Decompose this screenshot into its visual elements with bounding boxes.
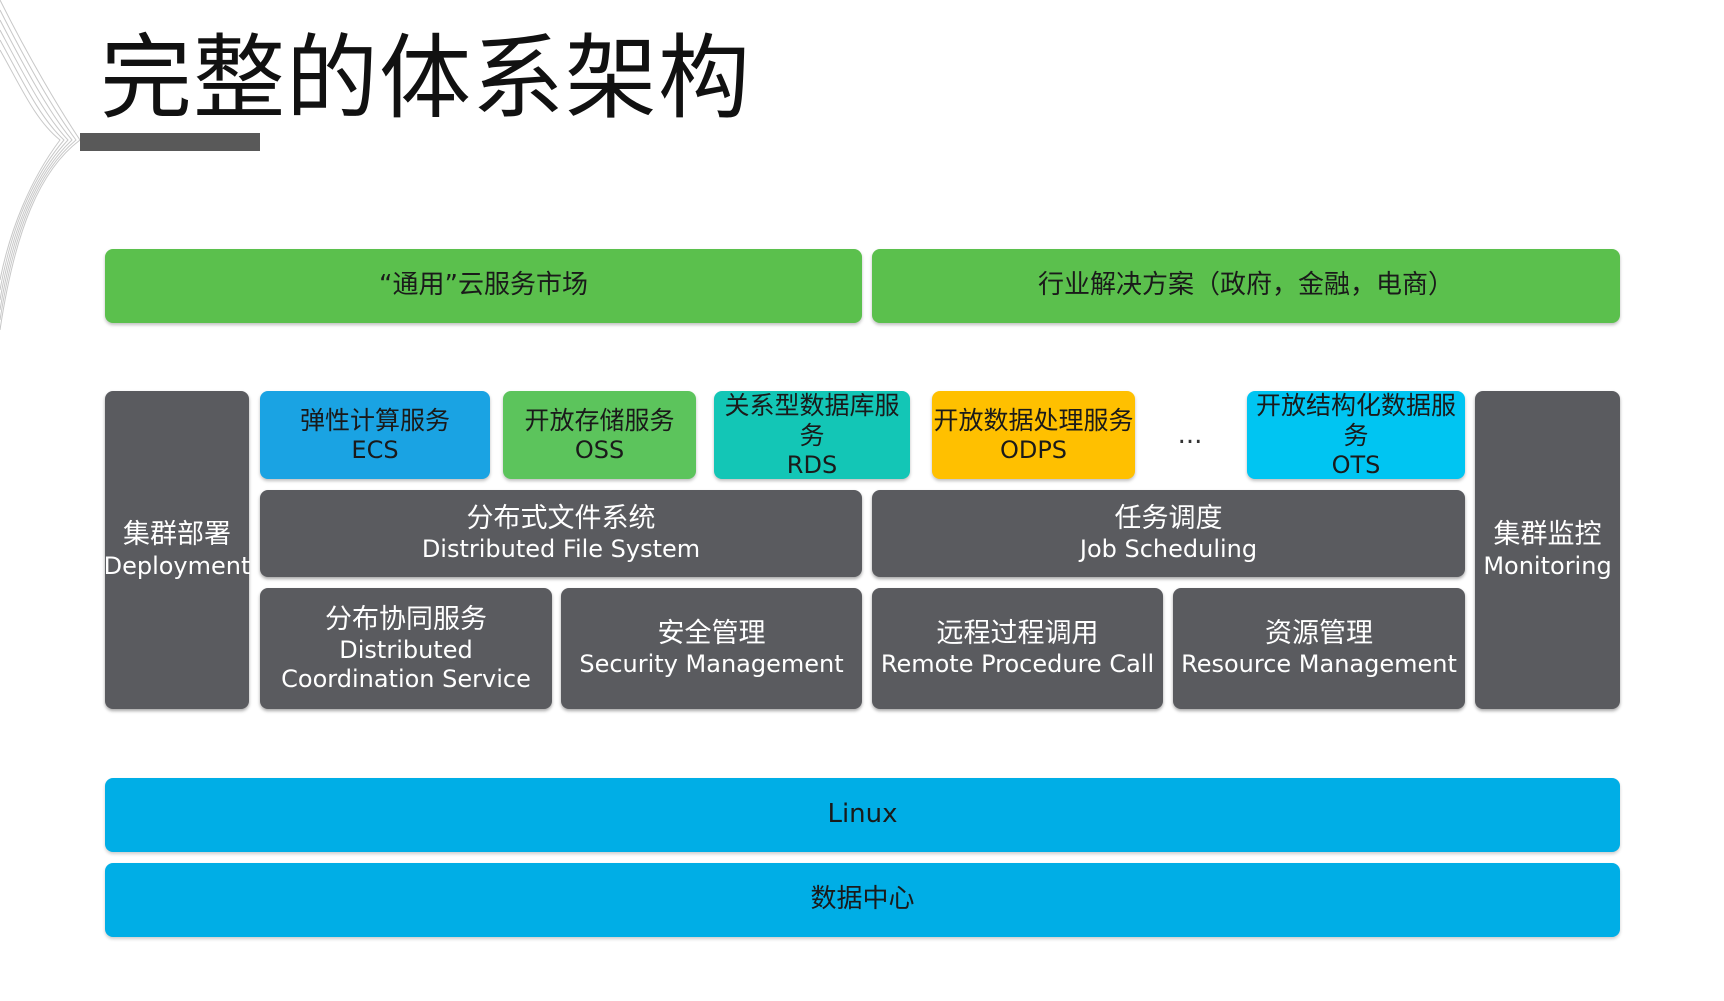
decorative-curve-lines [0,0,81,330]
remote-procedure-call-en: Remote Procedure Call [880,650,1155,679]
more-services-ellipsis: ... [1177,420,1203,450]
ots-service-zh: 开放结构化数据服务 [1255,390,1456,450]
job-scheduling-box: 任务调度 Job Scheduling [872,490,1465,577]
ecs-service-en: ECS [351,435,399,464]
cluster-deployment-box: 集群部署 Deployment [103,391,251,709]
title-underline [80,133,260,151]
oss-service-zh: 开放存储服务 [524,405,675,435]
job-scheduling-zh: 任务调度 [1114,502,1223,534]
rds-service-box: 关系型数据库服务 RDS [714,391,910,479]
odps-service-en: ODPS [999,435,1068,464]
distributed-file-system-box: 分布式文件系统 Distributed File System [260,490,862,577]
distributed-coordination-box: 分布协同服务 Distributed Coordination Service [260,588,552,709]
job-scheduling-en: Job Scheduling [1079,535,1258,564]
linux-layer-box: Linux [105,778,1620,852]
cluster-deployment-en: Deployment [103,551,251,580]
data-center-layer-label: 数据中心 [810,884,915,915]
generic-cloud-market-label: “通用”云服务市场 [379,270,588,301]
resource-management-zh: 资源管理 [1265,617,1373,649]
cluster-monitoring-zh: 集群监控 [1493,519,1602,551]
distributed-file-system-en: Distributed File System [421,535,701,564]
ots-service-en: OTS [1331,450,1381,479]
resource-management-box: 资源管理 Resource Management [1173,588,1465,709]
distributed-file-system-zh: 分布式文件系统 [466,502,656,534]
linux-layer-label: Linux [827,799,898,830]
rds-service-zh: 关系型数据库服务 [724,390,900,450]
oss-service-box: 开放存储服务 OSS [503,391,696,479]
ots-service-box: 开放结构化数据服务 OTS [1247,391,1465,479]
security-management-en: Security Management [579,650,844,679]
ecs-service-zh: 弹性计算服务 [299,405,450,435]
distributed-coordination-zh: 分布协同服务 [325,603,487,635]
generic-cloud-market-box: “通用”云服务市场 [105,249,862,323]
cluster-monitoring-box: 集群监控 Monitoring [1475,391,1620,709]
distributed-coordination-en: Distributed Coordination Service [281,635,531,693]
industry-solutions-label: 行业解决方案（政府，金融，电商） [1037,270,1454,301]
odps-service-zh: 开放数据处理服务 [933,405,1134,435]
page-title: 完整的体系架构 [100,25,752,132]
remote-procedure-call-zh: 远程过程调用 [936,617,1099,649]
industry-solutions-box: 行业解决方案（政府，金融，电商） [872,249,1620,323]
ecs-service-box: 弹性计算服务 ECS [260,391,490,479]
security-management-zh: 安全管理 [657,617,766,649]
oss-service-en: OSS [574,435,625,464]
odps-service-box: 开放数据处理服务 ODPS [932,391,1135,479]
security-management-box: 安全管理 Security Management [561,588,862,709]
data-center-layer-box: 数据中心 [105,863,1620,937]
cluster-monitoring-en: Monitoring [1483,551,1612,580]
remote-procedure-call-box: 远程过程调用 Remote Procedure Call [872,588,1163,709]
cluster-deployment-zh: 集群部署 [123,519,231,551]
rds-service-en: RDS [786,450,838,479]
resource-management-en: Resource Management [1181,650,1457,679]
